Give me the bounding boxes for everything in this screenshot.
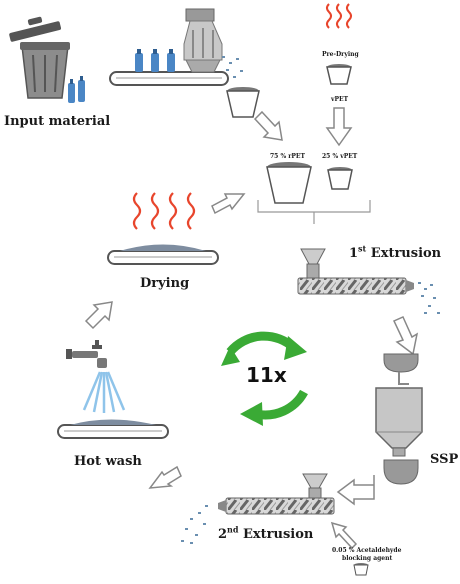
faucet-icon [66,340,107,368]
arrow-to-ssp [392,316,419,356]
trash-bin-icon [9,16,70,99]
flakes-falling [222,56,243,78]
second-extrusion-word: Extrusion [243,527,314,542]
pellets-2 [181,505,208,544]
first-extrusion-num: 1 [349,246,359,261]
ssp-label: SSP [430,452,459,467]
arrow-to-drying [84,301,113,330]
second-extrusion-sup: nd [227,524,239,535]
rpet-bucket-icon [266,162,312,204]
conveyor-belt-wash [57,419,169,439]
arrow-agent-in [330,521,358,550]
heat-waves-icon [326,3,352,29]
extruder-2-icon [218,473,335,515]
vpet-small-bucket-icon [327,167,353,190]
vpet-25-label: 25 % vPET [322,153,358,160]
first-extrusion-sup: st [358,243,367,254]
pellets-1 [418,282,440,314]
flakes-bucket-icon [226,87,260,118]
second-extrusion-label: 2nd Extrusion [218,524,314,542]
vpet-label: vPET [331,96,349,103]
agent-label-line1: 0.05 % Acetaldehyde [332,547,402,554]
arrow-to-mixing-from-drying [211,193,246,215]
rpet-75-label: 75 % rPET [270,153,305,160]
vpet-bucket-icon [326,64,352,85]
agent-label-line2: blocking agent [342,555,393,562]
second-extrusion-num: 2 [218,527,228,542]
pre-drying-label: Pre-Drying [322,51,359,58]
arrow-to-extrusion-2 [336,475,375,506]
extruder-1-icon [297,248,414,295]
water-spray [82,371,126,413]
arrow-to-mixing [253,110,283,141]
ssp-reactor-icon [375,353,423,485]
input-material-label: Input material [4,114,111,129]
arrow-down-vpet [325,107,353,147]
arrow-to-hot-wash [148,465,182,489]
bottles-icon [68,76,85,103]
conveyor-belt-top [109,71,229,86]
drying-label: Drying [140,276,190,291]
bottles-on-belt-icon [135,49,175,72]
recycle-arrowheads [221,336,307,426]
agent-bucket-icon [353,563,369,576]
conveyor-belt-drying [107,244,219,265]
heat-waves-drying-icon [132,192,196,230]
first-extrusion-label: 1st Extrusion [349,243,442,261]
hot-wash-label: Hot wash [74,454,142,469]
shredder-icon [183,8,223,73]
first-extrusion-word: Extrusion [370,246,442,261]
cycles-count: 11x [246,363,287,387]
merge-bracket [257,200,371,224]
